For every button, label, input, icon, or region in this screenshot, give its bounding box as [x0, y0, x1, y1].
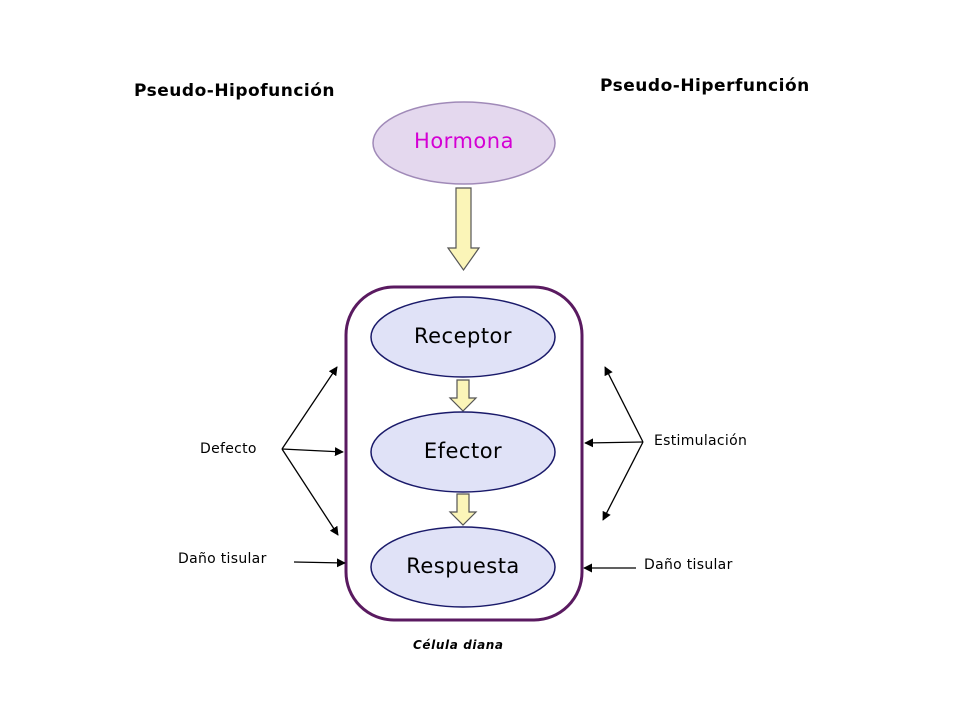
- celula-diana-label: Célula diana: [413, 638, 504, 652]
- dano-tisular-right-label: Daño tisular: [644, 557, 733, 573]
- dano-tisular-left-label: Daño tisular: [178, 551, 267, 567]
- receptor-label: Receptor: [413, 324, 513, 348]
- title-pseudo-hiperfuncion: Pseudo-Hiperfunción: [600, 76, 810, 96]
- hormona-to-receptor-arrow: [446, 187, 481, 272]
- hormona-label: Hormona: [414, 129, 514, 153]
- efector-ellipse: [370, 411, 556, 493]
- efector-label: Efector: [423, 439, 503, 463]
- hormona-ellipse: [372, 101, 556, 185]
- defecto-label: Defecto: [200, 441, 257, 457]
- receptor-to-efector-arrow: [448, 379, 478, 412]
- estimulacion-arrow-mid: [584, 438, 644, 448]
- title-pseudo-hipofuncion: Pseudo-Hipofunción: [134, 81, 336, 101]
- receptor-ellipse: [370, 296, 556, 378]
- estimulacion-arrow-down: [602, 441, 644, 521]
- defecto-arrow-up: [281, 366, 338, 450]
- efector-to-respuesta-arrow: [448, 493, 478, 526]
- estimulacion-arrow-up: [604, 366, 644, 443]
- respuesta-label: Respuesta: [406, 554, 520, 578]
- dano-left-arrow: [293, 558, 346, 568]
- estimulacion-label: Estimulación: [654, 433, 748, 449]
- respuesta-ellipse: [370, 526, 556, 608]
- defecto-arrow-down: [281, 448, 339, 536]
- cell-border: [344, 285, 584, 622]
- defecto-arrow-mid: [281, 447, 344, 457]
